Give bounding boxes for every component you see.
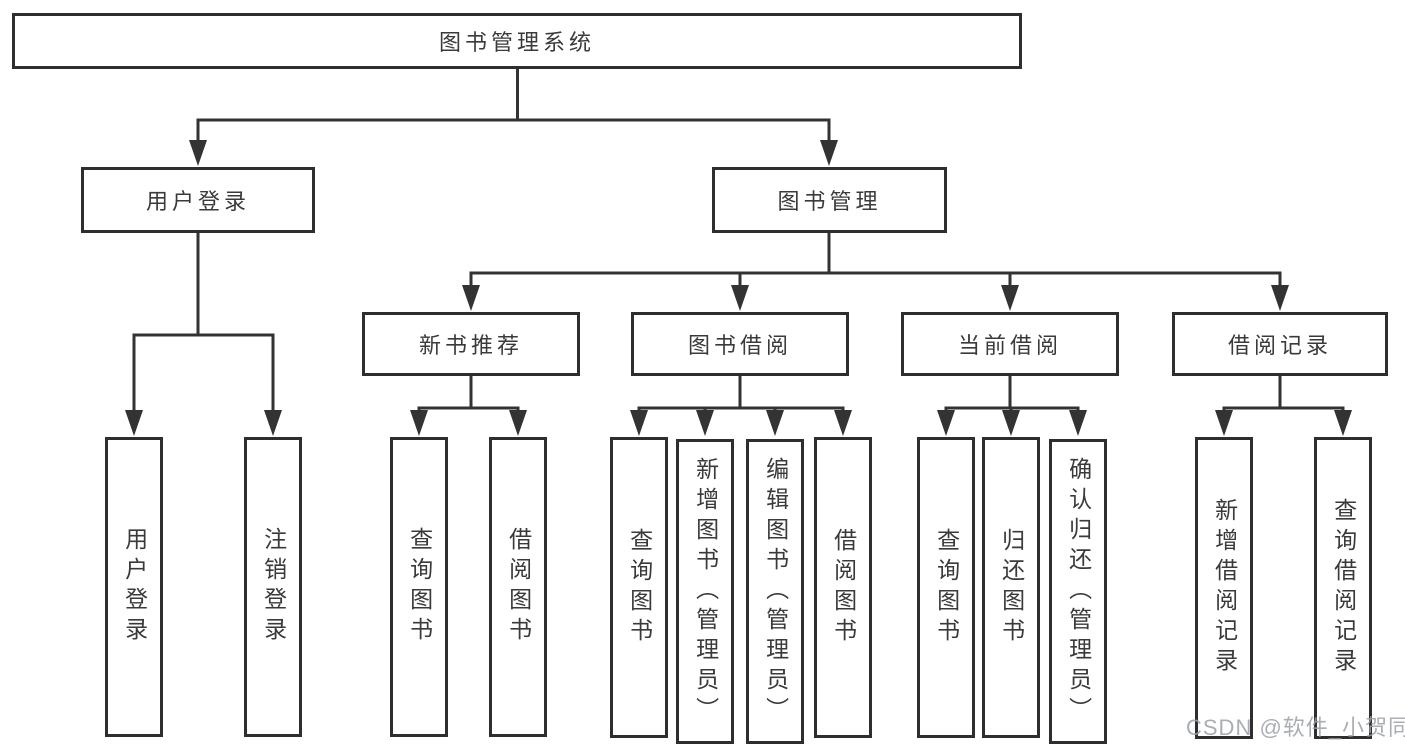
csdn-watermark: CSDN @软件_小贺同学 [1186, 715, 1405, 740]
leaf-edit-books-admin-label: 编辑图书（管理员） [762, 456, 789, 727]
leaf-add-borrow-record: 新增借阅记录 [1195, 437, 1253, 739]
leaf-confirm-return-admin: 确认归还（管理员） [1049, 439, 1107, 744]
node-borrowing-records: 借阅记录 [1172, 312, 1388, 376]
leaf-add-books-admin: 新增图书（管理员） [676, 439, 734, 744]
arrow-lines [125, 120, 1352, 436]
leaf-user-login-label: 用户登录 [121, 527, 148, 647]
node-book-borrowing: 图书借阅 [631, 312, 849, 376]
leaf-add-books-admin-label: 新增图书（管理员） [692, 456, 719, 727]
leaf-return-books-label: 归还图书 [998, 527, 1025, 648]
leaf-query-books-borrow-label: 查询图书 [626, 527, 653, 648]
leaf-query-books-borrow: 查询图书 [610, 437, 668, 738]
node-root: 图书管理系统 [12, 13, 1022, 69]
node-current-borrowing-label: 当前借阅 [957, 333, 1062, 358]
leaf-confirm-return-admin-label: 确认归还（管理员） [1065, 456, 1092, 727]
leaf-query-borrow-record-label: 查询借阅记录 [1330, 498, 1357, 678]
leaf-query-books-current-label: 查询图书 [933, 527, 960, 648]
node-book-borrowing-label: 图书借阅 [687, 333, 792, 358]
leaf-borrow-books-newbook: 借阅图书 [489, 437, 547, 737]
node-user-login-label: 用户登录 [145, 189, 250, 214]
node-new-book-recommendation: 新书推荐 [362, 312, 580, 376]
leaf-return-books: 归还图书 [982, 437, 1040, 738]
node-book-management: 图书管理 [712, 167, 947, 233]
node-borrowing-records-label: 借阅记录 [1227, 333, 1332, 358]
leaf-user-login: 用户登录 [105, 437, 163, 737]
node-root-label: 图书管理系统 [438, 30, 595, 55]
leaf-edit-books-admin: 编辑图书（管理员） [746, 439, 804, 744]
node-new-book-recommendation-label: 新书推荐 [418, 333, 523, 358]
branch-lines [132, 67, 1345, 410]
leaf-query-books-newbook-label: 查询图书 [406, 527, 433, 647]
leaf-query-books-newbook: 查询图书 [390, 437, 448, 737]
leaf-borrow-books-borrow-label: 借阅图书 [830, 527, 857, 648]
node-user-login: 用户登录 [81, 167, 315, 233]
leaf-logout: 注销登录 [244, 437, 302, 737]
node-current-borrowing: 当前借阅 [901, 312, 1119, 376]
leaf-borrow-books-newbook-label: 借阅图书 [505, 527, 532, 647]
leaf-add-borrow-record-label: 新增借阅记录 [1211, 498, 1238, 678]
leaf-logout-label: 注销登录 [260, 527, 287, 647]
leaf-query-books-current: 查询图书 [917, 437, 975, 738]
leaf-borrow-books-borrow: 借阅图书 [814, 437, 872, 738]
node-book-management-label: 图书管理 [777, 189, 882, 214]
leaf-query-borrow-record: 查询借阅记录 [1314, 437, 1372, 739]
